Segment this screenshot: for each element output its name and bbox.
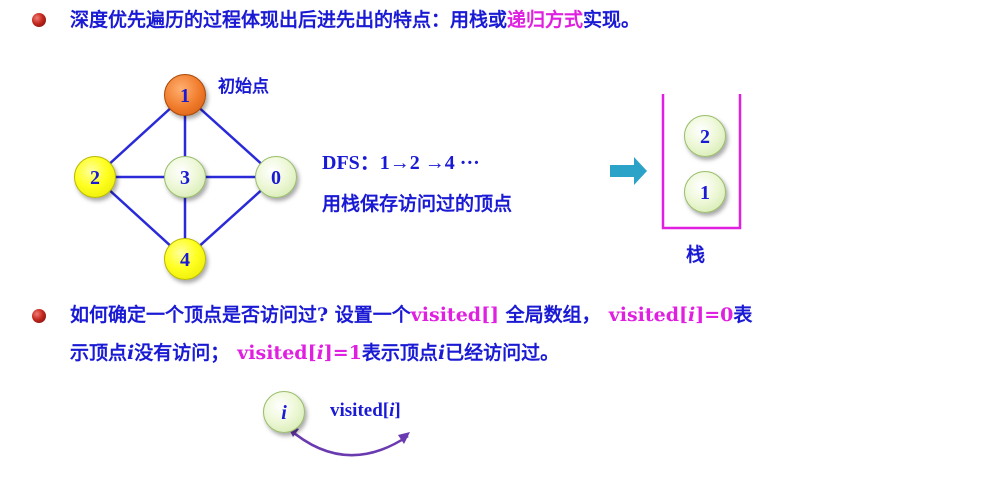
line3-index-1: i	[127, 342, 135, 364]
line3-not-visited: 没有访问；	[134, 342, 230, 364]
visited-zero-pre: visited[	[608, 304, 688, 326]
start-node-label: 初始点	[218, 77, 269, 97]
visited-zero-index: i	[688, 304, 696, 326]
line3-visited: 已经访问过。	[445, 342, 560, 364]
dfs-sequence: DFS：1→2 →4 ···	[322, 152, 480, 174]
node-2: 2	[74, 156, 116, 198]
node-4: 4	[164, 238, 206, 280]
statement-visited-2: 示顶点i没有访问；visited[i]=1表示顶点i已经访问过。	[70, 342, 559, 364]
visited-one-post: ]=1	[323, 342, 362, 364]
bullet-2	[32, 309, 46, 323]
statement-end: 实现。	[583, 9, 641, 31]
dfs-caption: 用栈保存访问过的顶点	[322, 193, 513, 215]
node-3: 3	[164, 156, 206, 198]
stack-container	[661, 94, 742, 230]
highlight-recursion: 递归方式	[507, 9, 584, 31]
statement-visited-1: 如何确定一个顶点是否访问过? 设置一个visited[] 全局数组， visite…	[70, 304, 752, 326]
right-arrow-icon	[610, 157, 647, 185]
stack-item-bottom: 1	[684, 171, 726, 213]
visited-array-name: visited[]	[410, 304, 500, 326]
visited-global-text: 全局数组，	[499, 304, 601, 326]
curve-arrowhead-right-icon	[398, 432, 410, 444]
statement-text: 深度优先遍历的过程体现出后进先出的特点：用栈或	[70, 9, 508, 31]
visited-one-index: i	[316, 342, 324, 364]
statement-dfs-lifo: 深度优先遍历的过程体现出后进先出的特点：用栈或递归方式实现。	[70, 9, 640, 31]
bullet-1	[32, 13, 46, 27]
visited-i-pre: visited[	[330, 400, 390, 421]
stack-label: 栈	[686, 244, 706, 266]
stack-item-top: 2	[684, 115, 726, 157]
node-1: 1	[164, 74, 206, 116]
line3-means-vertex: 表示顶点	[361, 342, 438, 364]
visited-one-pre: visited[	[237, 342, 317, 364]
line3-index-2: i	[437, 342, 446, 364]
visited-i-post: ]	[394, 400, 401, 421]
visited-question: 如何确定一个顶点是否访问过? 设置一个	[70, 304, 411, 326]
visited-zero-meaning: 表	[733, 304, 753, 326]
mapping-curve	[287, 427, 409, 457]
visited-zero-post: ]=0	[695, 304, 734, 326]
line3-pre: 示顶点	[70, 342, 128, 364]
visited-zero-expr: visited[i]=0	[609, 304, 734, 326]
vertex-i-node: i	[263, 391, 305, 433]
visited-i-label: visited[i]	[330, 400, 401, 422]
visited-one-expr: visited[i]=1	[237, 342, 362, 364]
visited-i-index: i	[389, 400, 395, 421]
node-0: 0	[255, 156, 297, 198]
